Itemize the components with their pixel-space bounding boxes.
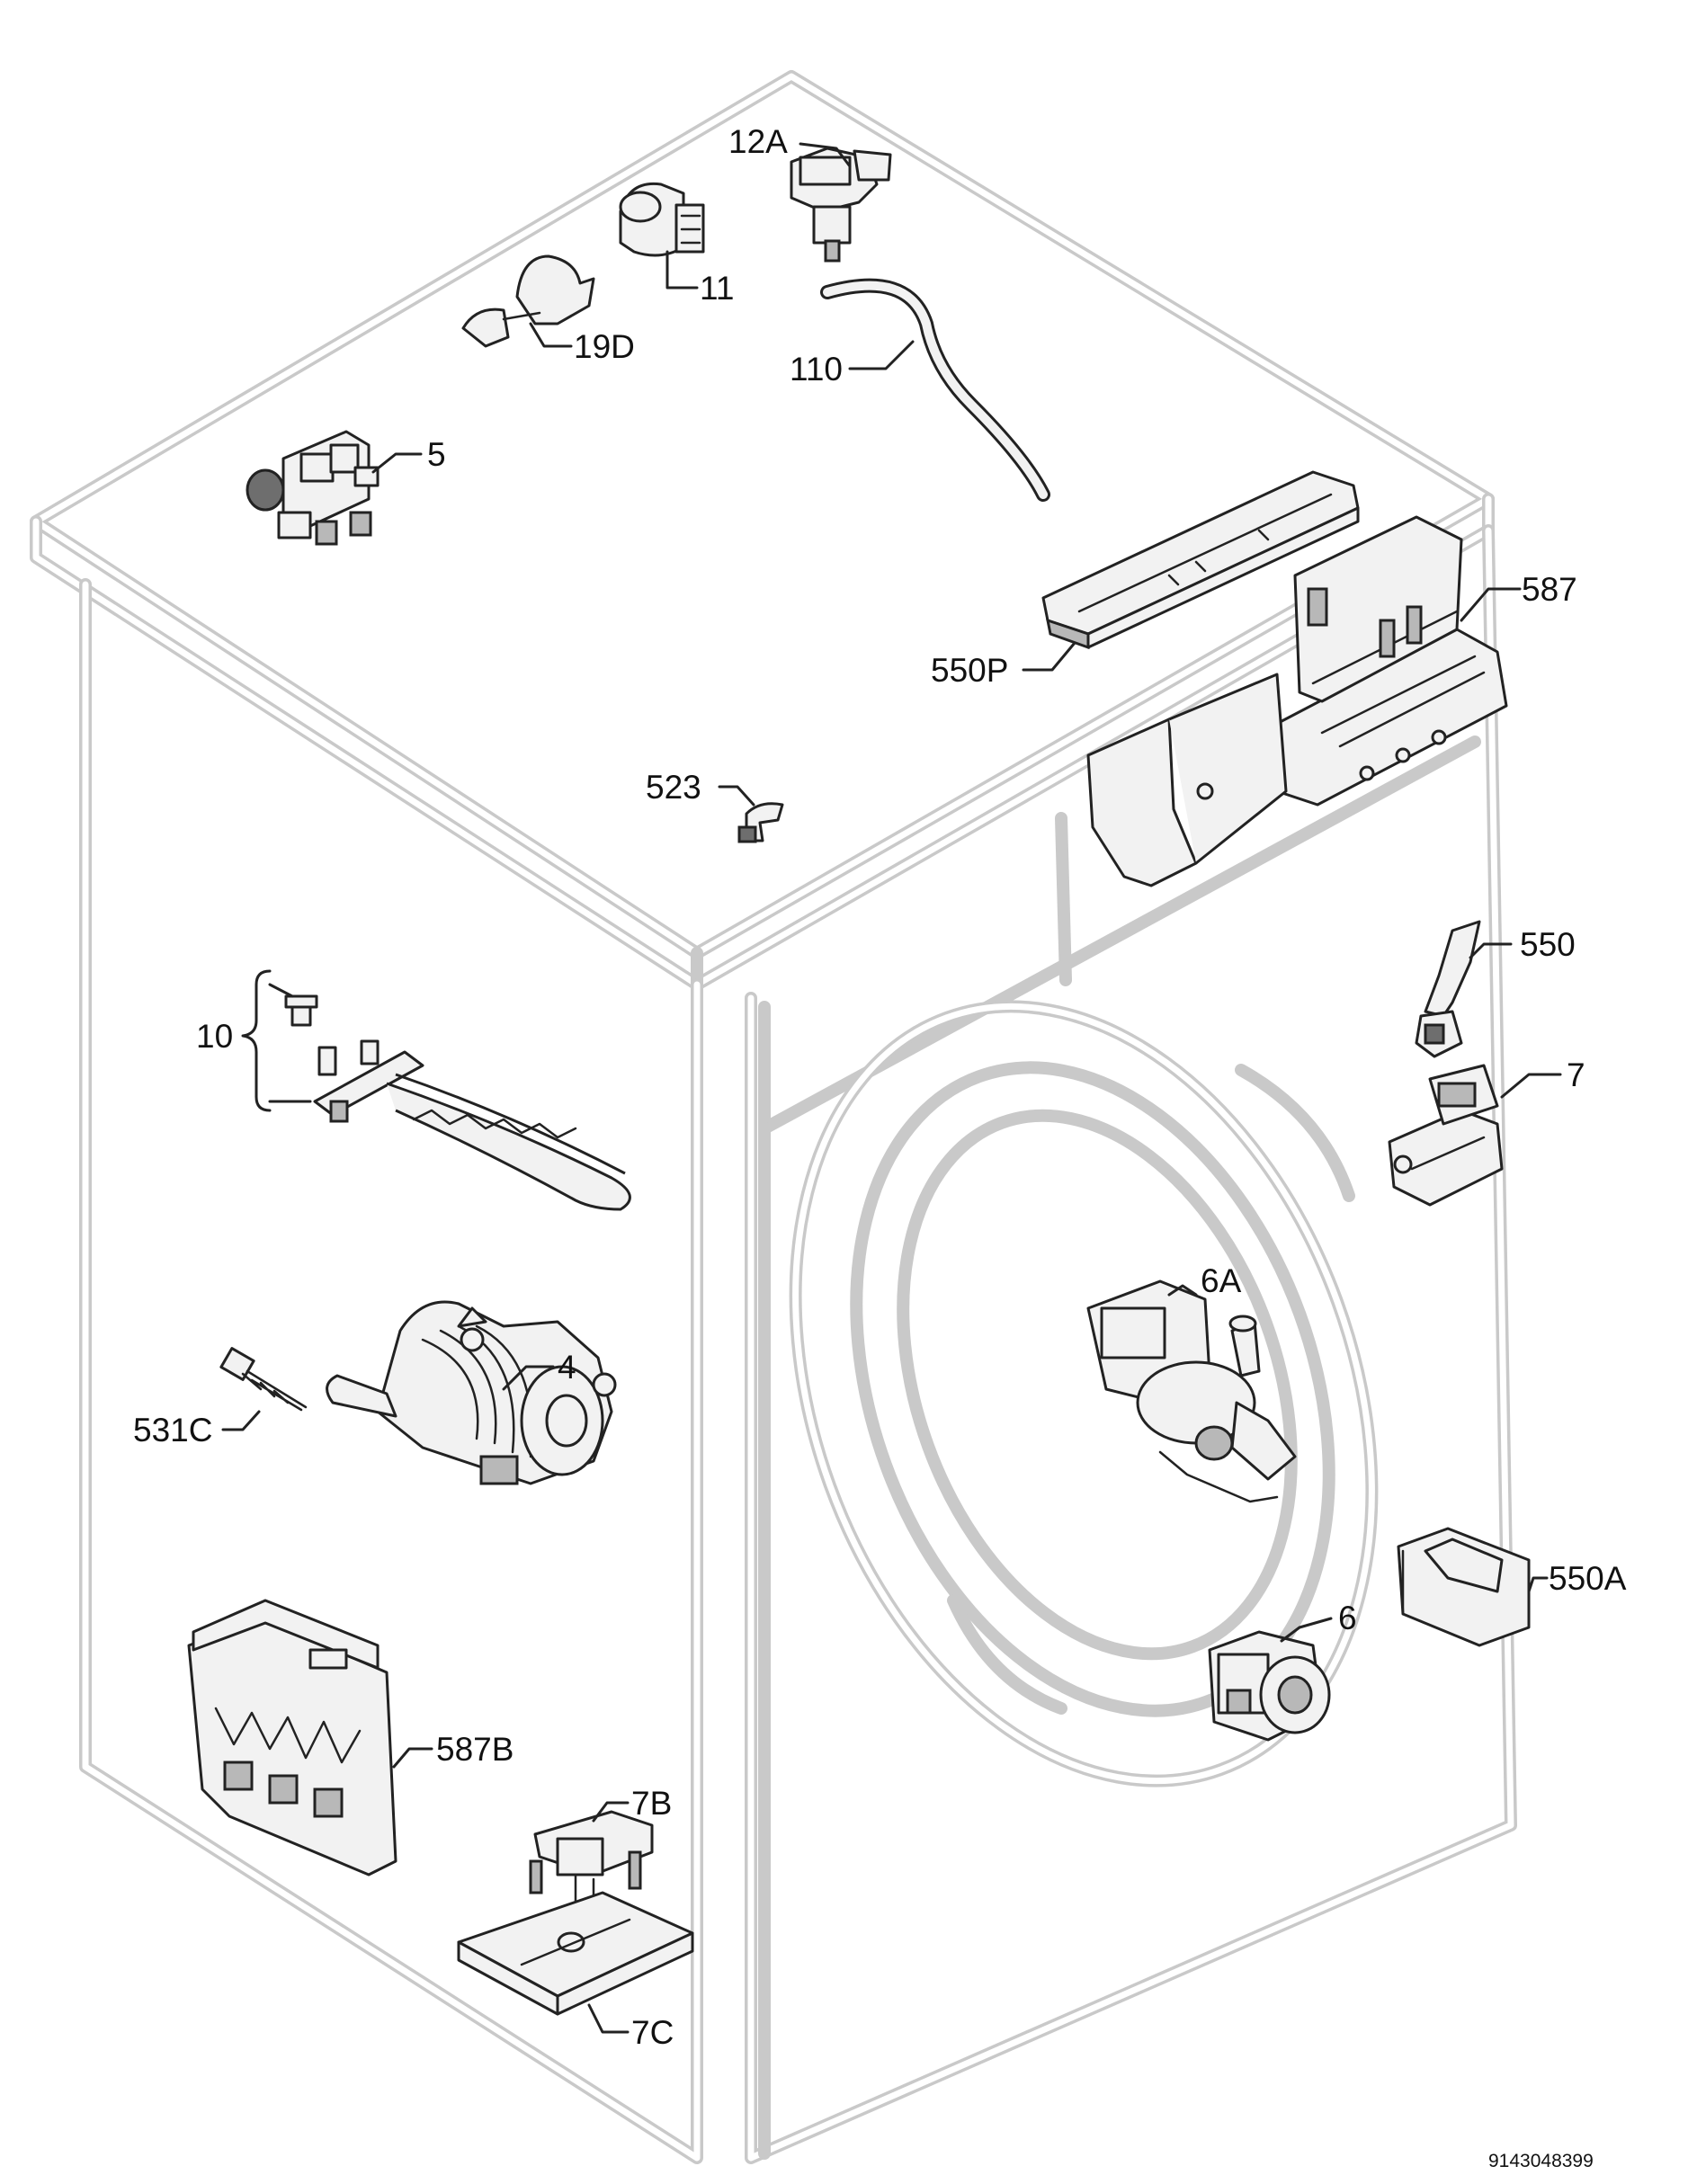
label-587b: 587B [436, 1731, 514, 1768]
label-10: 10 [196, 1018, 233, 1055]
label-6a: 6A [1201, 1262, 1242, 1299]
cover-550a [1397, 1527, 1531, 1647]
label-531c: 531C [133, 1412, 212, 1449]
label-110: 110 [790, 351, 843, 388]
leader-lines [221, 142, 1562, 2034]
bracket-19d [461, 254, 595, 348]
dispenser-panel-550p [1041, 470, 1360, 650]
label-7c: 7C [631, 2014, 674, 2051]
document-number: 9143048399 [1488, 2151, 1594, 2171]
label-4: 4 [558, 1349, 576, 1386]
label-550: 550 [1520, 926, 1576, 963]
clip-523 [737, 802, 784, 843]
hose-110 [820, 278, 1050, 502]
pressure-switch-12a [790, 147, 892, 263]
label-6: 6 [1338, 1600, 1357, 1636]
suppressor-11 [619, 182, 705, 257]
label-7b: 7B [631, 1785, 672, 1822]
pump-6 [1208, 1630, 1331, 1742]
door-lock-7 [1388, 1064, 1504, 1207]
part-labels: 12A 11 19D 110 5 587 550P 523 550 10 7 6… [133, 123, 1627, 2171]
cabinet-outline [30, 70, 1517, 2164]
label-523: 523 [646, 769, 701, 806]
electronic-module-587 [1086, 515, 1508, 887]
label-12a: 12A [728, 123, 788, 160]
label-19d: 19D [574, 328, 635, 365]
drain-pump-6a [1086, 1279, 1297, 1503]
label-550a: 550A [1549, 1560, 1627, 1597]
label-7: 7 [1567, 1056, 1585, 1093]
label-587: 587 [1522, 571, 1577, 608]
heating-element-10 [284, 994, 631, 1211]
label-5: 5 [427, 436, 446, 473]
base-plate-7c [457, 1891, 694, 2016]
door-handle-550 [1415, 920, 1481, 1058]
bolt-531c [219, 1347, 308, 1412]
label-550p: 550P [931, 652, 1008, 689]
control-box-587b [187, 1599, 397, 1876]
switch-7b [529, 1810, 654, 1917]
inlet-valve-5 [246, 430, 380, 546]
label-11: 11 [700, 270, 734, 307]
motor-4 [326, 1300, 617, 1485]
